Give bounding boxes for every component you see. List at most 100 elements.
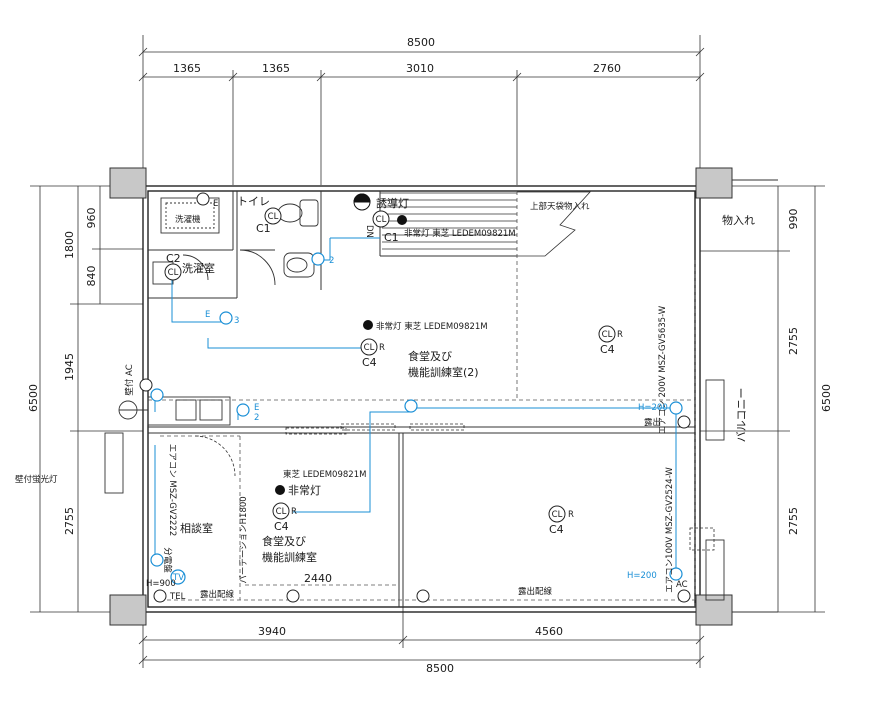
outlet-icon: [150, 388, 164, 402]
outlet-icon: [669, 401, 683, 415]
dim-top-seg-1: 1365: [173, 62, 201, 75]
dim-left-seg-1: 1800: [63, 231, 76, 259]
dim-top-total: 8500: [407, 36, 435, 49]
tv-outlet-icon: [170, 569, 186, 585]
room-laundry: 洗濯室: [182, 261, 215, 275]
blue-symbols: [150, 252, 683, 585]
label-h200-lower: H=200: [627, 571, 657, 581]
dim-left-sub-1: 960: [85, 208, 98, 229]
toilet-fixtures: [239, 199, 319, 286]
label-tv: TV: [172, 573, 184, 583]
cl-label: CL: [552, 510, 563, 520]
dim-right-total: 6500: [820, 384, 833, 412]
dim-bottom-total: 8500: [426, 662, 454, 675]
dim-top-seg-2: 1365: [262, 62, 290, 75]
ceiling-light-icon: [164, 263, 182, 281]
room-balcony: バルコニー: [735, 388, 748, 443]
label-num-2a: 2: [329, 256, 334, 266]
room-dining-lower-1: 食堂及び: [262, 534, 306, 548]
label-h900: H=900: [146, 579, 176, 589]
dim-inner-2440: 2440: [304, 572, 332, 585]
outlet-icon: [404, 399, 418, 413]
room-storage: 物入れ: [722, 213, 755, 227]
wiring: [154, 237, 677, 570]
label-c2: C2: [166, 252, 181, 265]
ceiling-lights: [164, 207, 616, 523]
emergency-light-icon: [363, 320, 373, 330]
label-c4-a: C4: [362, 356, 377, 369]
room-consultation: 相談室: [180, 521, 213, 535]
dim-left-total: 6500: [27, 384, 40, 412]
ceiling-light-icon: [272, 502, 290, 520]
dim-top-seg-3: 3010: [406, 62, 434, 75]
label-emergency-light-3-model: 東芝 LEDEM09821M: [283, 469, 366, 480]
label-c4-d: C4: [549, 523, 564, 536]
label-wall-fluorescent: 壁付蛍光灯: [15, 474, 58, 485]
label-e-c: E: [254, 403, 259, 413]
interior-walls: [148, 191, 695, 607]
cl-label: CL: [268, 212, 279, 222]
label-aircon-right-lower: エアコン100V MSZ-GV2524-W: [665, 467, 675, 593]
laundry-machine: [152, 197, 220, 285]
label-e-a: E: [213, 199, 218, 209]
outlet-icon: [669, 567, 683, 581]
label-h200-upper: H=200: [638, 403, 668, 413]
label-dn: DN: [364, 225, 374, 238]
emergency-light-icon: [275, 485, 285, 495]
cl-label: CL: [276, 507, 287, 517]
label-aircon-right-upper: エアコン 200V MSZ-GV5635-W: [658, 305, 668, 434]
label-r-a: R: [379, 343, 385, 353]
label-e-b: E: [205, 310, 210, 320]
ceiling-light-icon: [360, 338, 378, 356]
label-num-3: 3: [234, 316, 239, 326]
ceiling-light-icon: [548, 505, 566, 523]
emergency-lights: [275, 215, 407, 495]
room-dining-lower-2: 機能訓練室: [262, 550, 317, 564]
dim-top-seg-4: 2760: [593, 62, 621, 75]
label-emergency-light-3: 非常灯: [288, 484, 321, 497]
cl-labels: CL CL CL CL CL CL CL: [168, 212, 613, 520]
dim-bottom-seg-1: 3940: [258, 625, 286, 638]
ceiling-light-icon: [372, 210, 390, 228]
stairs: [380, 191, 591, 257]
cl-label: CL: [364, 343, 375, 353]
label-r-b: R: [617, 330, 623, 340]
outlet-icon: [236, 403, 250, 417]
dim-left-seg-2: 1945: [63, 353, 76, 381]
label-c1-a: C1: [256, 222, 271, 235]
outlet-icon: [311, 252, 325, 266]
guide-light-icon: [353, 193, 371, 211]
label-exposed-wiring-right: 露出配線: [518, 586, 553, 597]
cl-label: CL: [602, 330, 613, 340]
dim-left-sub-2: 840: [85, 266, 98, 287]
dim-right-seg-2: 2755: [787, 327, 800, 355]
ceiling-light-icon: [264, 207, 282, 225]
dim-right-seg-1: 990: [787, 209, 800, 230]
room-laundry-machine: 洗濯機: [175, 214, 201, 225]
label-partition: パーテーションH1800: [239, 496, 249, 583]
dimension-ticks: [138, 47, 705, 665]
label-emergency-light-2: 非常灯 東芝 LEDEM09821M: [376, 321, 488, 332]
balcony-outline: [705, 179, 778, 613]
label-tel: TEL: [169, 592, 186, 602]
label-r-d: R: [568, 510, 574, 520]
outlet-icon: [150, 553, 164, 567]
label-emergency-light-1: 非常灯 東芝 LEDEM09821M: [404, 228, 516, 239]
room-dining-upper-2: 機能訓練室(2): [408, 365, 479, 379]
room-toilet: トイレ: [237, 195, 270, 208]
columns: [109, 167, 733, 626]
cl-label: CL: [376, 215, 387, 225]
dim-right-seg-3: 2755: [787, 507, 800, 535]
label-aircon-left: エアコン MSZ-GV2222: [167, 444, 177, 537]
kitchen-sink: [104, 396, 231, 494]
label-guide-light: 誘導灯: [376, 196, 409, 210]
emergency-light-icon: [397, 215, 407, 225]
cl-label: CL: [168, 268, 179, 278]
label-c4-c: C4: [274, 520, 289, 533]
label-exposed-wiring-left: 露出配線: [200, 589, 235, 600]
label-exposed-wiring-upper: 露出: [644, 417, 661, 428]
label-r-c: R: [291, 507, 297, 517]
label-upper-storage: 上部天袋物入れ: [530, 201, 590, 212]
label-c4-b: C4: [600, 343, 615, 356]
